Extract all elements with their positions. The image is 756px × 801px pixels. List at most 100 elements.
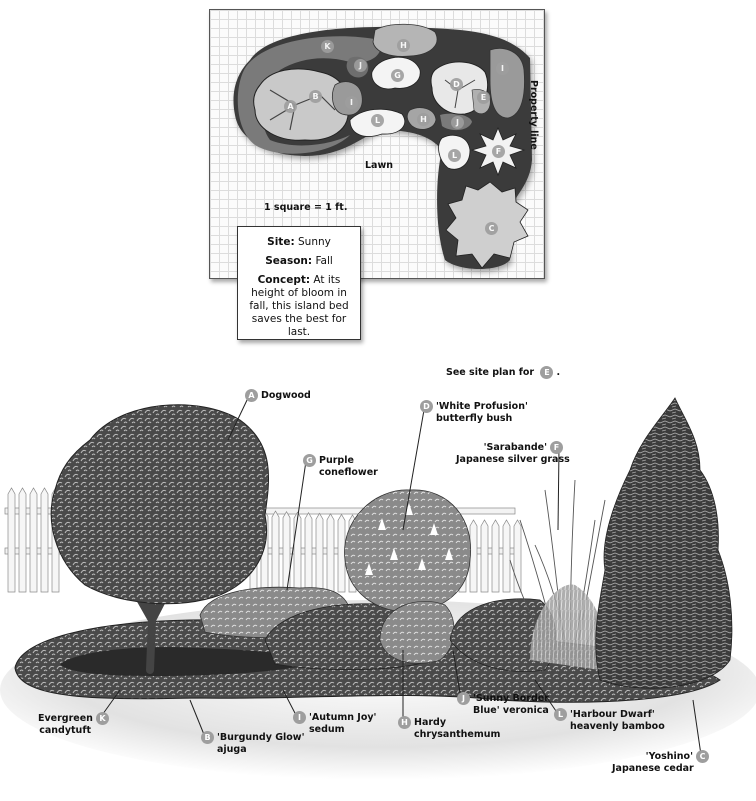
fence-picket [469, 519, 478, 593]
site-label: Site: [267, 236, 295, 248]
letter-badge-icon: L [554, 708, 567, 721]
letter-badge-icon: F [550, 441, 563, 454]
plan-dogwood [253, 68, 349, 141]
fence-picket [304, 512, 313, 593]
property-line-label: Property line [528, 80, 539, 150]
fence-picket [337, 513, 346, 593]
see-site-plan-note: See site plan for E. [446, 366, 560, 379]
site-row: Site: Sunny [238, 236, 360, 249]
garden-illustration [0, 397, 756, 780]
plan-marker-icon: E [477, 91, 490, 104]
callout-heavenly-bamboo: L'Harbour Dwarf' heavenly bamboo [551, 708, 665, 733]
letter-badge-icon: K [95, 712, 109, 725]
see-site-plan-text: See site plan for [446, 367, 535, 378]
plan-marker-icon: H [397, 39, 410, 52]
callout-text-line2: Japanese cedar [612, 763, 694, 774]
fence-picket [315, 512, 324, 593]
callout-sedum: I'Autumn Joy' sedum [290, 711, 376, 736]
site-info-box: Site: Sunny Season: Fall Concept: At its… [237, 226, 361, 340]
plan-marker-icon: I [496, 62, 509, 75]
callout-text-line1: Hardy [414, 717, 447, 728]
callout-text-line1: Evergreen [38, 713, 93, 724]
plan-marker-icon: B [309, 90, 322, 103]
fence-picket [271, 510, 280, 593]
dogwood-tree [50, 404, 270, 674]
plan-marker-icon: I [345, 96, 358, 109]
plan-marker-icon: J [354, 59, 367, 72]
ajuga-bed [60, 647, 330, 676]
callout-text-line2: ajuga [217, 744, 247, 755]
callout-text-line2: candytuft [39, 725, 91, 736]
fence-picket [29, 487, 38, 593]
plan-marker-icon: J [451, 116, 464, 129]
callout-text-line1: Purple [319, 455, 354, 466]
season-label: Season: [265, 255, 313, 267]
fence-picket [326, 513, 335, 593]
callout-text-line1: 'Yoshino' [645, 751, 693, 762]
callout-text-line2: heavenly bamboo [570, 721, 665, 732]
plan-marker-icon: G [391, 69, 404, 82]
fence-picket [7, 487, 16, 593]
plan-marker-icon: H [417, 113, 430, 126]
plan-marker-icon: A [284, 100, 297, 113]
butterfly-bush [344, 489, 472, 613]
callout-japanese-cedar: 'Yoshino'C Japanese cedar [612, 750, 712, 775]
callout-text: Dogwood [261, 390, 311, 401]
concept-label: Concept: [257, 274, 311, 286]
fence-picket [40, 487, 49, 593]
letter-badge-icon: E [540, 366, 554, 379]
letter-badge-icon: D [420, 400, 433, 413]
fence-picket [480, 519, 489, 593]
season-value: Fall [315, 255, 333, 267]
letter-badge-icon: A [245, 389, 258, 402]
callout-text-line2: butterfly bush [436, 413, 513, 424]
letter-badge-icon: B [201, 731, 214, 744]
callout-butterfly-bush: D'White Profusion' butterfly bush [417, 400, 528, 425]
callout-text-line2: chrysanthemum [414, 729, 501, 740]
callout-text-line2: coneflower [319, 467, 378, 478]
callout-text-line2: Blue' veronica [473, 705, 549, 716]
callout-text-line1: 'Burgundy Glow' [217, 732, 305, 743]
callout-silver-grass: 'Sarabande'F Japanese silver grass [456, 441, 570, 466]
callout-ajuga: B'Burgundy Glow' ajuga [198, 731, 305, 756]
butterfly-bush-blooms [365, 503, 453, 575]
concept-row: Concept: At its height of bloom in fall,… [238, 274, 360, 339]
plan-marker-icon: L [371, 114, 384, 127]
letter-badge-icon: J [457, 692, 470, 705]
callout-leaders [99, 397, 702, 756]
letter-badge-icon: I [293, 711, 306, 724]
japanese-cedar [595, 397, 733, 689]
see-site-plan-suffix: . [556, 367, 561, 378]
plan-marker-icon: F [492, 145, 505, 158]
plan-marker-icon: L [448, 149, 461, 162]
callout-text-line1: 'Sarabande' [483, 442, 547, 453]
site-value: Sunny [298, 236, 331, 248]
fence-picket [18, 487, 27, 593]
scale-label: 1 square = 1 ft. [264, 202, 348, 213]
letter-badge-icon: C [696, 750, 709, 763]
fence-picket [491, 519, 500, 593]
callout-text-line1: 'Autumn Joy' [309, 712, 377, 723]
lawn-label: Lawn [365, 160, 394, 171]
plan-marker-icon: D [450, 78, 463, 91]
concept-value: At its height of bloom in fall, this isl… [249, 274, 349, 338]
callout-veronica: J'Sunny Border Blue' veronica [454, 692, 549, 717]
plan-marker-icon: C [485, 222, 498, 235]
fence-picket [502, 519, 511, 593]
season-row: Season: Fall [238, 255, 360, 268]
fence-picket [513, 519, 522, 593]
fence-picket [293, 511, 302, 593]
callout-text-line1: 'Sunny Border [473, 693, 549, 704]
callout-text-line2: sedum [309, 724, 345, 735]
letter-badge-icon: H [398, 716, 411, 729]
callout-text-line1: 'Harbour Dwarf' [570, 709, 655, 720]
plan-marker-icon: K [321, 40, 334, 53]
fence-picket [282, 510, 291, 593]
callout-text-line2: Japanese silver grass [456, 454, 570, 465]
callout-text-line1: 'White Profusion' [436, 401, 528, 412]
